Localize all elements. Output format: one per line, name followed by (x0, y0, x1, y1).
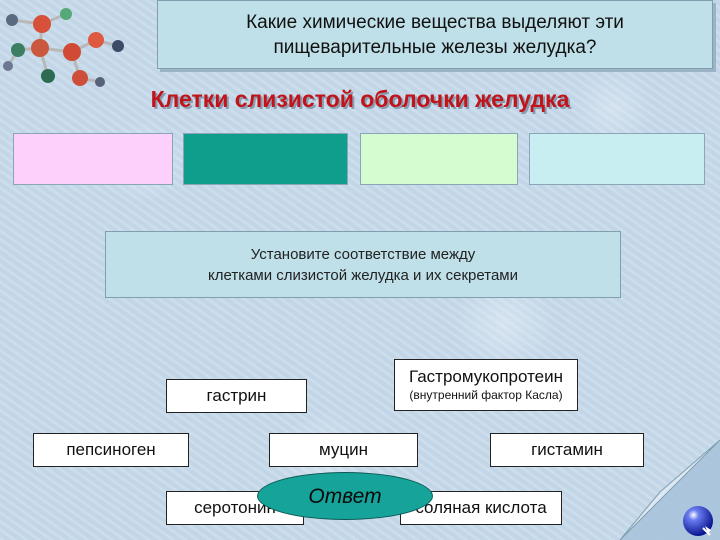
page-title: Клетки слизистой оболочки желудка (150, 86, 570, 112)
question-line-1: Какие химические вещества выделяют эти (246, 11, 624, 33)
label-gastromucoprotein[interactable]: Гастромукопротеин (внутренний фактор Кас… (394, 359, 578, 411)
gastromucoprotein-subtitle: (внутренний фактор Касла) (409, 388, 563, 402)
question-box: Какие химические вещества выделяют эти п… (157, 0, 713, 69)
label-gastrin[interactable]: гастрин (166, 379, 307, 413)
cell-box-2[interactable] (183, 133, 348, 185)
cell-box-3[interactable] (360, 133, 518, 185)
instruction-box: Установите соответствие между клетками с… (105, 231, 621, 298)
cell-box-1[interactable] (13, 133, 173, 185)
cell-box-4[interactable] (529, 133, 705, 185)
label-histamine[interactable]: гистамин (490, 433, 644, 467)
nav-sphere-icon[interactable] (681, 504, 715, 538)
label-pepsinogen[interactable]: пепсиноген (33, 433, 189, 467)
question-line-2: пищеварительные железы желудка? (273, 36, 597, 58)
molecule-icon (3, 8, 124, 87)
answer-button[interactable]: Ответ (257, 472, 433, 520)
label-mucin[interactable]: муцин (269, 433, 418, 467)
instruction-line-1: Установите соответствие между (250, 245, 476, 263)
instruction-line-2: клетками слизистой желудка и их секретам… (208, 266, 518, 284)
gastromucoprotein-title: Гастромукопротеин (408, 367, 564, 386)
